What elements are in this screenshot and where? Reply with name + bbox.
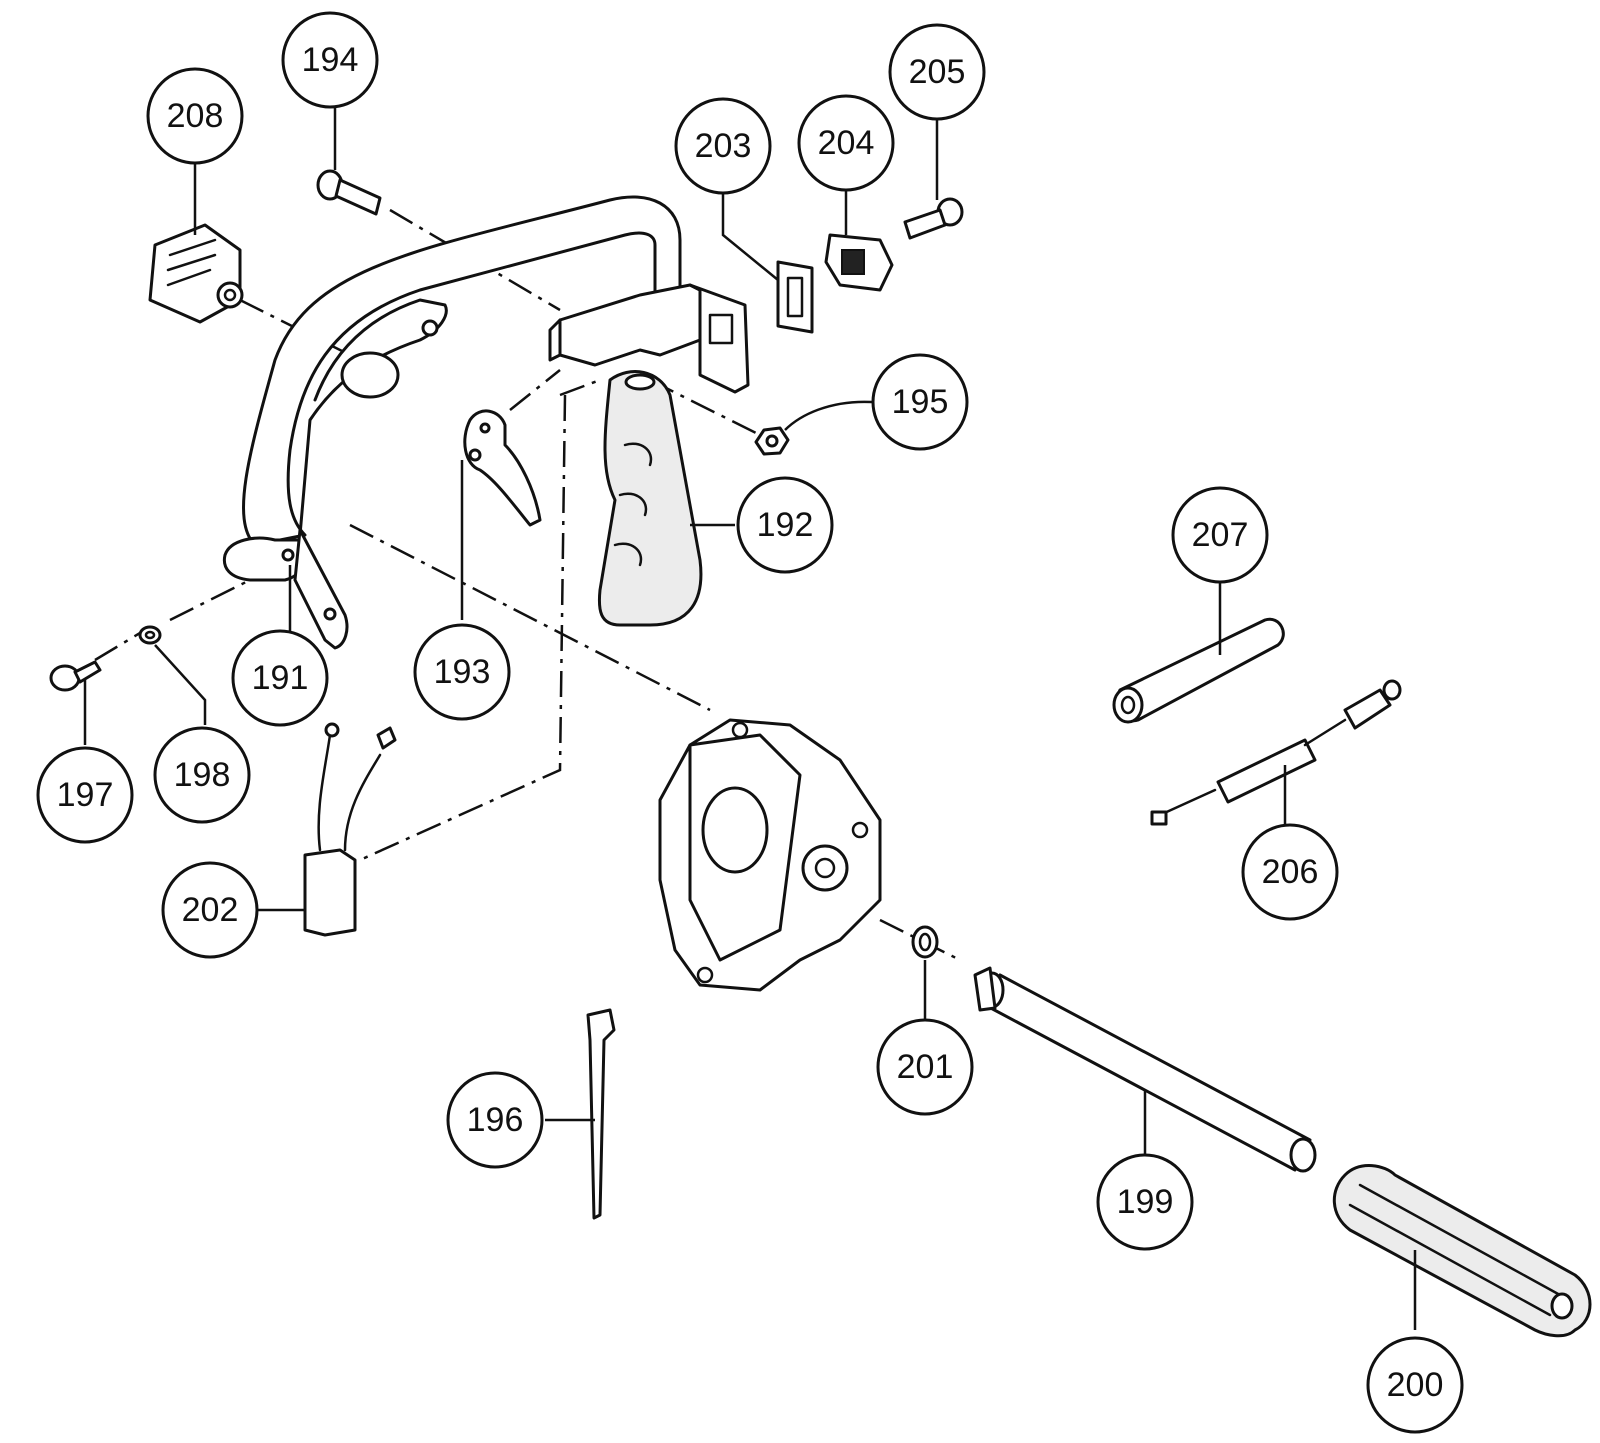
callout-circle — [1171, 486, 1269, 584]
callout-circle — [1096, 1153, 1194, 1251]
callout-193: 193 — [413, 623, 511, 721]
callout-label: 206 — [1262, 853, 1319, 891]
callout-circle — [446, 1071, 544, 1169]
callout-191: 191 — [231, 629, 329, 727]
front-handle-bar-part — [222, 195, 682, 650]
connector-208-part — [148, 223, 244, 324]
callout-label: 208 — [167, 97, 224, 135]
callout-circle — [146, 67, 244, 165]
handle-grip-part — [1332, 1164, 1592, 1338]
callout-label: 195 — [892, 383, 949, 421]
callout-194: 194 — [281, 11, 379, 109]
callout-label: 201 — [897, 1048, 954, 1086]
cable-tie-part — [586, 1008, 616, 1220]
callout-circle — [674, 97, 772, 195]
callout-label: 192 — [757, 506, 814, 544]
callout-label: 200 — [1387, 1366, 1444, 1404]
callout-207: 207 — [1171, 486, 1269, 584]
callout-200: 200 — [1366, 1336, 1464, 1434]
nut-195-part — [754, 426, 790, 456]
switch-204-part — [824, 233, 894, 292]
washer-198-part — [138, 625, 162, 645]
engine-housing-part — [658, 718, 882, 992]
callout-205: 205 — [888, 23, 986, 121]
callout-label: 203 — [695, 127, 752, 165]
cable-206-part — [1150, 679, 1402, 826]
callout-196: 196 — [446, 1071, 544, 1169]
circlip-201-part — [911, 925, 939, 959]
callout-label: 207 — [1192, 516, 1249, 554]
switch-bracket-part — [548, 283, 750, 394]
plug-202-part — [303, 722, 397, 937]
callout-label: 191 — [252, 659, 309, 697]
callout-199: 199 — [1096, 1153, 1194, 1251]
screw-205-part — [903, 197, 964, 240]
callout-202: 202 — [161, 861, 259, 959]
callout-circle — [36, 746, 134, 844]
shaft-tube-part — [973, 966, 1317, 1173]
callout-label: 202 — [182, 891, 239, 929]
trigger-part — [463, 409, 542, 527]
gasket-203-part — [776, 260, 814, 334]
callout-circle — [871, 353, 969, 451]
screw-197-part — [49, 660, 102, 692]
callout-label: 193 — [434, 653, 491, 691]
callout-circle — [888, 23, 986, 121]
leader-lines — [83, 108, 1417, 1330]
screw-194-part — [316, 169, 382, 216]
callout-circle — [153, 726, 251, 824]
callout-label: 204 — [818, 124, 875, 162]
callout-201: 201 — [876, 1018, 974, 1116]
callout-label: 199 — [1117, 1183, 1174, 1221]
callout-circle — [797, 94, 895, 192]
callout-circle — [281, 11, 379, 109]
callout-circle — [876, 1018, 974, 1116]
callout-circle — [1366, 1336, 1464, 1434]
callout-circle — [736, 476, 834, 574]
callout-label: 197 — [57, 776, 114, 814]
tube-207-part — [1112, 617, 1285, 724]
callout-208: 208 — [146, 67, 244, 165]
callout-label: 196 — [467, 1101, 524, 1139]
callout-label: 198 — [174, 756, 231, 794]
callout-198: 198 — [153, 726, 251, 824]
callout-204: 204 — [797, 94, 895, 192]
rear-grip-part — [597, 370, 703, 627]
callout-195: 195 — [871, 353, 969, 451]
callout-192: 192 — [736, 476, 834, 574]
callout-206: 206 — [1241, 823, 1339, 921]
callout-label: 194 — [302, 41, 359, 79]
callout-197: 197 — [36, 746, 134, 844]
callout-label: 205 — [909, 53, 966, 91]
callout-203: 203 — [674, 97, 772, 195]
callout-circle — [161, 861, 259, 959]
callout-circle — [1241, 823, 1339, 921]
callout-circle — [413, 623, 511, 721]
callout-circle — [231, 629, 329, 727]
